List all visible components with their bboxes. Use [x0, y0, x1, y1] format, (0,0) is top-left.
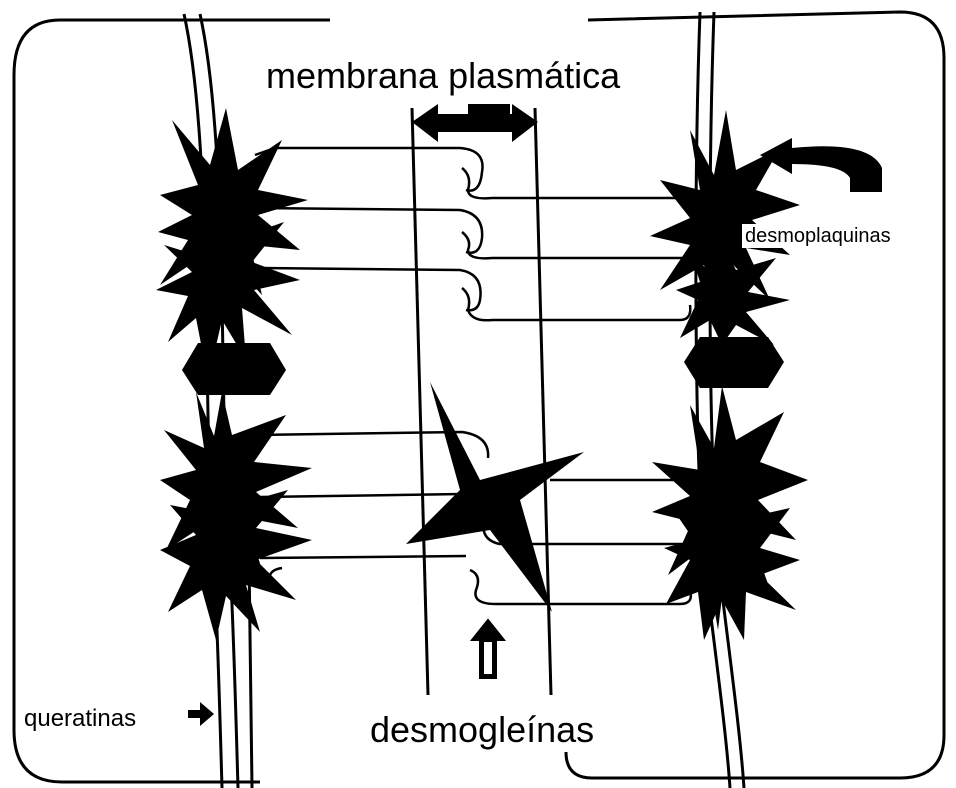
- desmoplaquinas-curved-arrow: [760, 138, 882, 192]
- membrane-double-arrow: [412, 104, 538, 142]
- right-middle-hexagon: [684, 337, 784, 388]
- right-cell-outline: [566, 12, 944, 778]
- queratinas-arrow: [188, 702, 214, 726]
- intercellular-line-left: [412, 108, 428, 695]
- desmogleinas-up-arrow: [472, 620, 504, 678]
- desmogleinas-label: desmogleínas: [364, 710, 600, 750]
- left-cell-outline: [14, 20, 330, 782]
- desmoplaquinas-label: desmoplaquinas: [742, 224, 894, 248]
- membrana-plasmatica-label: membrana plasmática: [262, 56, 624, 96]
- queratinas-label: queratinas: [22, 706, 138, 732]
- left-middle-hexagon: [182, 343, 286, 395]
- upper-desmoglein-strands: [255, 148, 715, 320]
- central-star-desmoglein-cluster: [406, 382, 584, 612]
